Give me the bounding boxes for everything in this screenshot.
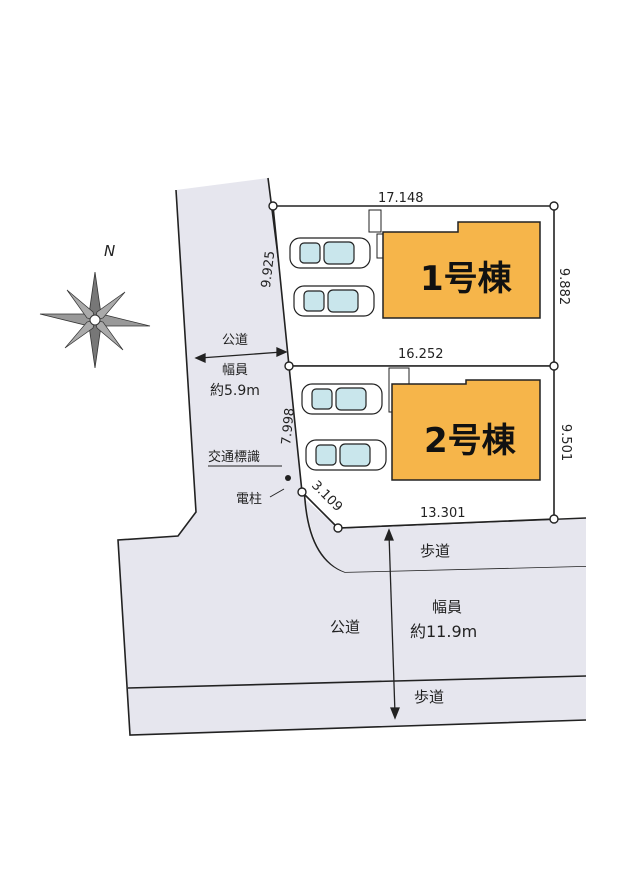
building-1 <box>368 209 541 319</box>
building-2 <box>388 367 541 481</box>
dim-lot1-right: 9.882 <box>556 267 572 306</box>
dim-lot2-bottom: 13.301 <box>420 506 466 521</box>
dim-lot2-right: 9.501 <box>558 423 574 462</box>
dim-lot1-top: 17.148 <box>378 191 424 206</box>
side-road-area <box>118 178 586 735</box>
building-2-label: 2号棟 <box>424 421 516 461</box>
car-icon <box>301 383 383 415</box>
side-road-width-value: 約5.9m <box>210 383 260 399</box>
north-label: N <box>104 242 116 260</box>
compass-rose-icon <box>39 271 151 369</box>
utility-pole-leader <box>269 488 285 498</box>
car-icons <box>289 237 387 471</box>
main-road-width-arrow <box>384 528 400 720</box>
car-icon <box>293 285 375 317</box>
car-icon <box>289 237 371 269</box>
building-1-label: 1号棟 <box>420 259 512 299</box>
side-road-west-edge <box>117 189 587 736</box>
side-road-width-label: 幅員 <box>222 363 249 378</box>
lot-corner-markers <box>268 201 559 533</box>
car-icon <box>305 439 387 471</box>
sidewalk-strip <box>306 500 586 572</box>
dim-lot2-left: 7.998 <box>279 407 299 446</box>
traffic-sign-label: 交通標識 <box>208 450 261 465</box>
sidewalk-label-lower: 歩道 <box>414 688 445 706</box>
utility-pole-label: 電柱 <box>236 492 263 507</box>
side-road-label: 公道 <box>222 333 249 348</box>
main-road-label: 公道 <box>330 618 361 636</box>
sidewalk-label-upper: 歩道 <box>420 542 451 560</box>
main-road-width-value: 約11.9m <box>410 622 478 641</box>
sidewalk-line-lower <box>127 675 587 689</box>
dim-lot-divider: 16.252 <box>398 347 444 362</box>
traffic-sign-marker <box>285 475 291 481</box>
side-road-width-arrow <box>194 346 288 364</box>
main-road-width-label: 幅員 <box>432 598 463 616</box>
